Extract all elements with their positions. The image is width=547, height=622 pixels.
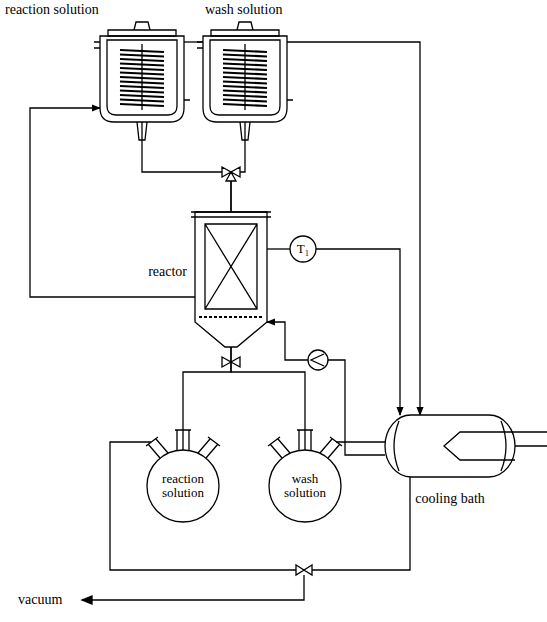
coil-axis xyxy=(244,44,245,110)
vessel-jacket xyxy=(203,36,287,122)
vessel-lid xyxy=(108,22,176,36)
pipe-connector xyxy=(316,249,400,415)
three-way-valve xyxy=(222,167,240,181)
pump-symbol xyxy=(308,350,328,370)
reservoir-vessel: reaction solution xyxy=(100,30,184,122)
frit xyxy=(199,316,263,318)
equipment-label: wash solution xyxy=(205,2,282,17)
pipe-connector xyxy=(287,42,420,415)
coil-axis xyxy=(141,44,142,110)
reactor-column-outline xyxy=(195,212,267,347)
reservoir-vessel: wash solution xyxy=(203,30,287,122)
equipment-label: cooling bath xyxy=(385,491,515,506)
cooling-bath: cooling bath xyxy=(385,415,515,477)
packed-bed xyxy=(205,224,257,309)
vessel-outlet xyxy=(137,122,147,140)
vessel-jacket xyxy=(100,36,184,122)
receiver-flask: wash solution xyxy=(269,450,341,522)
flask-body xyxy=(147,450,219,522)
vessel-inner-wall xyxy=(107,40,177,115)
reactor-flange xyxy=(191,212,271,217)
flask-label: reaction solution xyxy=(153,472,213,501)
vacuum-manifold xyxy=(82,442,410,604)
pipe-connector xyxy=(267,248,290,249)
bath-cylinder xyxy=(385,415,515,477)
heat-exchanger-coil xyxy=(444,432,515,460)
equipment-label: reaction solution xyxy=(5,2,99,17)
vessel-outlet xyxy=(240,122,250,140)
temperature-sensor: T₁ xyxy=(290,236,316,262)
reservoir-vessel-outline xyxy=(100,30,184,122)
receiver-flask: reaction solution xyxy=(147,450,219,522)
sensor-label: T₁ xyxy=(290,236,316,262)
vessel-inner-wall xyxy=(210,40,280,115)
vessel-lid xyxy=(211,22,279,36)
pipe-connector xyxy=(231,347,305,450)
flask-label: wash solution xyxy=(275,472,335,501)
bath-end xyxy=(501,421,506,471)
sensor-circle xyxy=(290,236,316,262)
pipe-connector xyxy=(30,108,195,297)
three-way-valve xyxy=(222,357,240,367)
reservoir-vessel-outline xyxy=(203,30,287,122)
port-label: vacuum xyxy=(18,592,62,607)
reactor-wall xyxy=(195,212,267,347)
pipe-connector xyxy=(231,122,245,212)
reactor-column: reactor xyxy=(195,212,267,347)
pipe-connector xyxy=(142,122,231,212)
bath-end xyxy=(394,421,399,471)
coolant-pipes xyxy=(515,432,547,446)
pipe-connector xyxy=(267,322,385,455)
equipment-label: reactor xyxy=(148,264,187,279)
cooling-bath-outline xyxy=(385,415,515,477)
flask-body xyxy=(269,450,341,522)
